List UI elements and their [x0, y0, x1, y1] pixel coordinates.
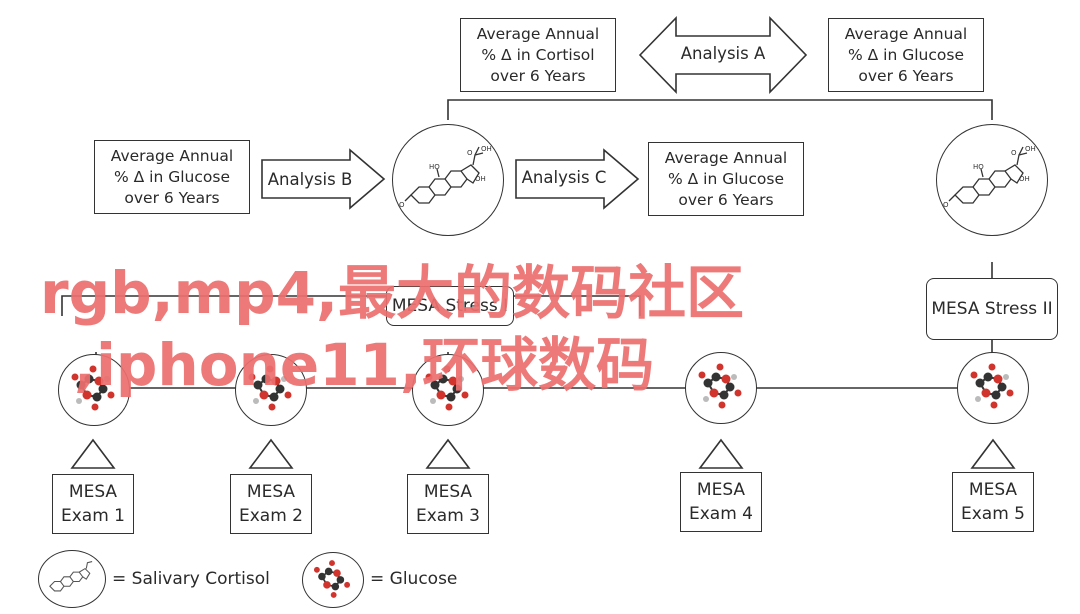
legend-glucose-label: = Glucose: [370, 569, 458, 589]
exam-5-triangle: [970, 438, 1016, 469]
exam-label-line1: MESA: [68, 482, 118, 502]
box-line: over 6 Years: [858, 66, 954, 85]
glucose-molecule-icon: [970, 363, 1014, 409]
glucose-change-box-middle: Average Annual % Δ in Glucose over 6 Yea…: [648, 142, 804, 216]
exam-label-line1: MESA: [246, 482, 296, 502]
box-line: over 6 Years: [678, 190, 774, 209]
glucose-circle-2: [235, 354, 307, 426]
box-line: over 6 Years: [124, 188, 220, 207]
glucose-molecule-icon: [248, 365, 292, 411]
exam-label-line1: MESA: [968, 480, 1018, 500]
glucose-circle-5: [957, 352, 1029, 424]
analysis-b-label: Analysis B: [267, 170, 353, 189]
svg-text:OH: OH: [475, 175, 486, 183]
exam-1-triangle: [70, 438, 116, 469]
box-line: % Δ in Glucose: [847, 45, 964, 64]
exam-label-line1: MESA: [423, 482, 473, 502]
box-line: Average Annual: [844, 24, 968, 43]
mesa-exam-3-box: MESA Exam 3: [407, 474, 489, 534]
watermark-line-1: rgb,mp4,最大的数码社区: [40, 259, 745, 327]
cortisol-circle-1: OH HO O OH O: [392, 124, 504, 236]
cortisol-circle-2: OH HO O OH O: [936, 124, 1048, 236]
analysis-a-label: Analysis A: [680, 44, 766, 63]
svg-text:O: O: [399, 201, 405, 209]
cortisol-change-box: Average Annual % Δ in Cortisol over 6 Ye…: [460, 18, 616, 92]
analysis-c-label: Analysis C: [521, 168, 607, 187]
cortisol-molecule-icon: OH HO O OH O: [943, 145, 1036, 209]
box-line: % Δ in Glucose: [667, 169, 784, 188]
legend-cortisol-circle: [38, 550, 106, 608]
svg-text:HO: HO: [973, 163, 984, 171]
svg-text:OH: OH: [1019, 175, 1030, 183]
exam-label-line1: MESA: [696, 480, 746, 500]
box-line: over 6 Years: [490, 66, 586, 85]
glucose-molecule-icon: [313, 560, 351, 598]
svg-text:OH: OH: [1025, 145, 1036, 153]
mesa-stress-2-box: MESA Stress II: [926, 278, 1058, 340]
glucose-circle-4: [685, 352, 757, 424]
exam-label-line2: Exam 1: [61, 506, 125, 526]
glucose-molecule-icon: [698, 363, 742, 409]
glucose-change-box-top: Average Annual % Δ in Glucose over 6 Yea…: [828, 18, 984, 92]
mesa-exam-2-box: MESA Exam 2: [230, 474, 312, 534]
mesa-exam-1-box: MESA Exam 1: [52, 474, 134, 534]
exam-label-line2: Exam 5: [961, 504, 1025, 524]
legend-glucose-circle: [302, 552, 364, 608]
exam-3-triangle: [425, 438, 471, 469]
glucose-change-box-left: Average Annual % Δ in Glucose over 6 Yea…: [94, 140, 250, 214]
svg-text:O: O: [943, 201, 949, 209]
exam-4-triangle: [698, 438, 744, 469]
svg-text:OH: OH: [481, 145, 492, 153]
mesa-exam-5-box: MESA Exam 5: [952, 472, 1034, 532]
box-line: Average Annual: [664, 148, 788, 167]
glucose-circle-1: [58, 354, 130, 426]
exam-2-triangle: [248, 438, 294, 469]
glucose-circle-3: [412, 354, 484, 426]
mesa-stress-1-box: MESA Stress I: [386, 286, 514, 326]
glucose-molecule-icon: [425, 365, 469, 411]
mesa-exam-4-box: MESA Exam 4: [680, 472, 762, 532]
svg-text:HO: HO: [429, 163, 440, 171]
cortisol-molecule-icon: OH HO O OH O: [399, 145, 492, 209]
exam-label-line2: Exam 3: [416, 506, 480, 526]
box-line: Average Annual: [110, 146, 234, 165]
exam-label-line2: Exam 2: [239, 506, 303, 526]
analysis-a-arrow: [638, 16, 808, 94]
exam-label-line2: Exam 4: [689, 504, 753, 524]
watermark-line-2: ,iphone11,环球数码: [74, 331, 654, 399]
analysis-b-arrow: [261, 148, 386, 210]
analysis-c-arrow: [515, 148, 640, 210]
legend-cortisol-label: = Salivary Cortisol: [112, 569, 270, 589]
box-line: % Δ in Cortisol: [481, 45, 595, 64]
glucose-molecule-icon: [71, 365, 115, 411]
cortisol-molecule-icon: [49, 561, 93, 592]
box-line: % Δ in Glucose: [113, 167, 230, 186]
svg-text:O: O: [1011, 149, 1017, 157]
box-line: Average Annual: [476, 24, 600, 43]
svg-text:O: O: [467, 149, 473, 157]
